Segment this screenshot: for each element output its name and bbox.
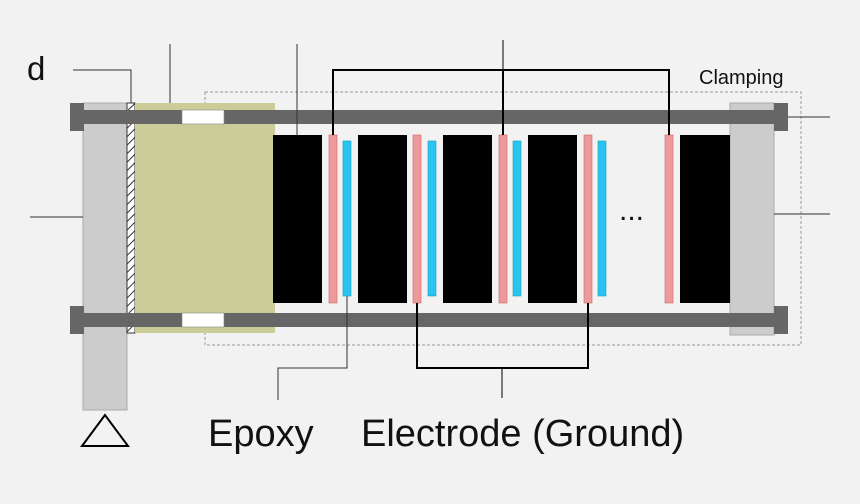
label-electrode-ground: Electrode (Ground) — [361, 413, 684, 455]
bottom-spacer — [181, 312, 225, 328]
ground-electrode — [427, 140, 437, 297]
positive-electrode — [412, 134, 422, 304]
top-rail-left-cap — [70, 103, 84, 131]
piezo-stacks — [273, 135, 730, 303]
top-rail — [70, 110, 788, 124]
positive-electrode — [583, 134, 593, 304]
bottom-rail — [70, 313, 788, 327]
piezo-stack — [273, 135, 322, 303]
top-spacer — [181, 109, 225, 125]
piezo-stack — [443, 135, 492, 303]
right-end-plate — [729, 102, 775, 336]
bottom-rail-left-cap — [70, 306, 84, 334]
bottom-wire — [416, 303, 589, 369]
hatched-layer — [126, 102, 136, 334]
positive-electrode — [328, 134, 338, 304]
leader-epoxy — [277, 296, 348, 400]
ellipsis-label: ... — [619, 194, 644, 227]
piezo-stack — [358, 135, 407, 303]
piezo-stack — [528, 135, 577, 303]
ground-electrode — [342, 140, 352, 297]
ground-electrode — [512, 140, 522, 297]
leader-lines — [30, 44, 830, 400]
piezo-stack — [680, 135, 730, 303]
top-wire — [332, 69, 670, 135]
positive-electrode — [664, 134, 674, 304]
triangle-support-icon — [80, 413, 130, 447]
left-support-post — [82, 102, 128, 411]
label-epoxy: Epoxy — [208, 413, 314, 455]
mass-block — [135, 103, 275, 333]
leader-d — [73, 69, 132, 103]
label-clamping: Clamping — [699, 67, 783, 89]
ground-electrode — [597, 140, 607, 297]
positive-electrode — [498, 134, 508, 304]
label-d: d — [27, 50, 45, 87]
bottom-rail-right-cap — [774, 306, 788, 334]
top-rail-right-cap — [774, 103, 788, 131]
